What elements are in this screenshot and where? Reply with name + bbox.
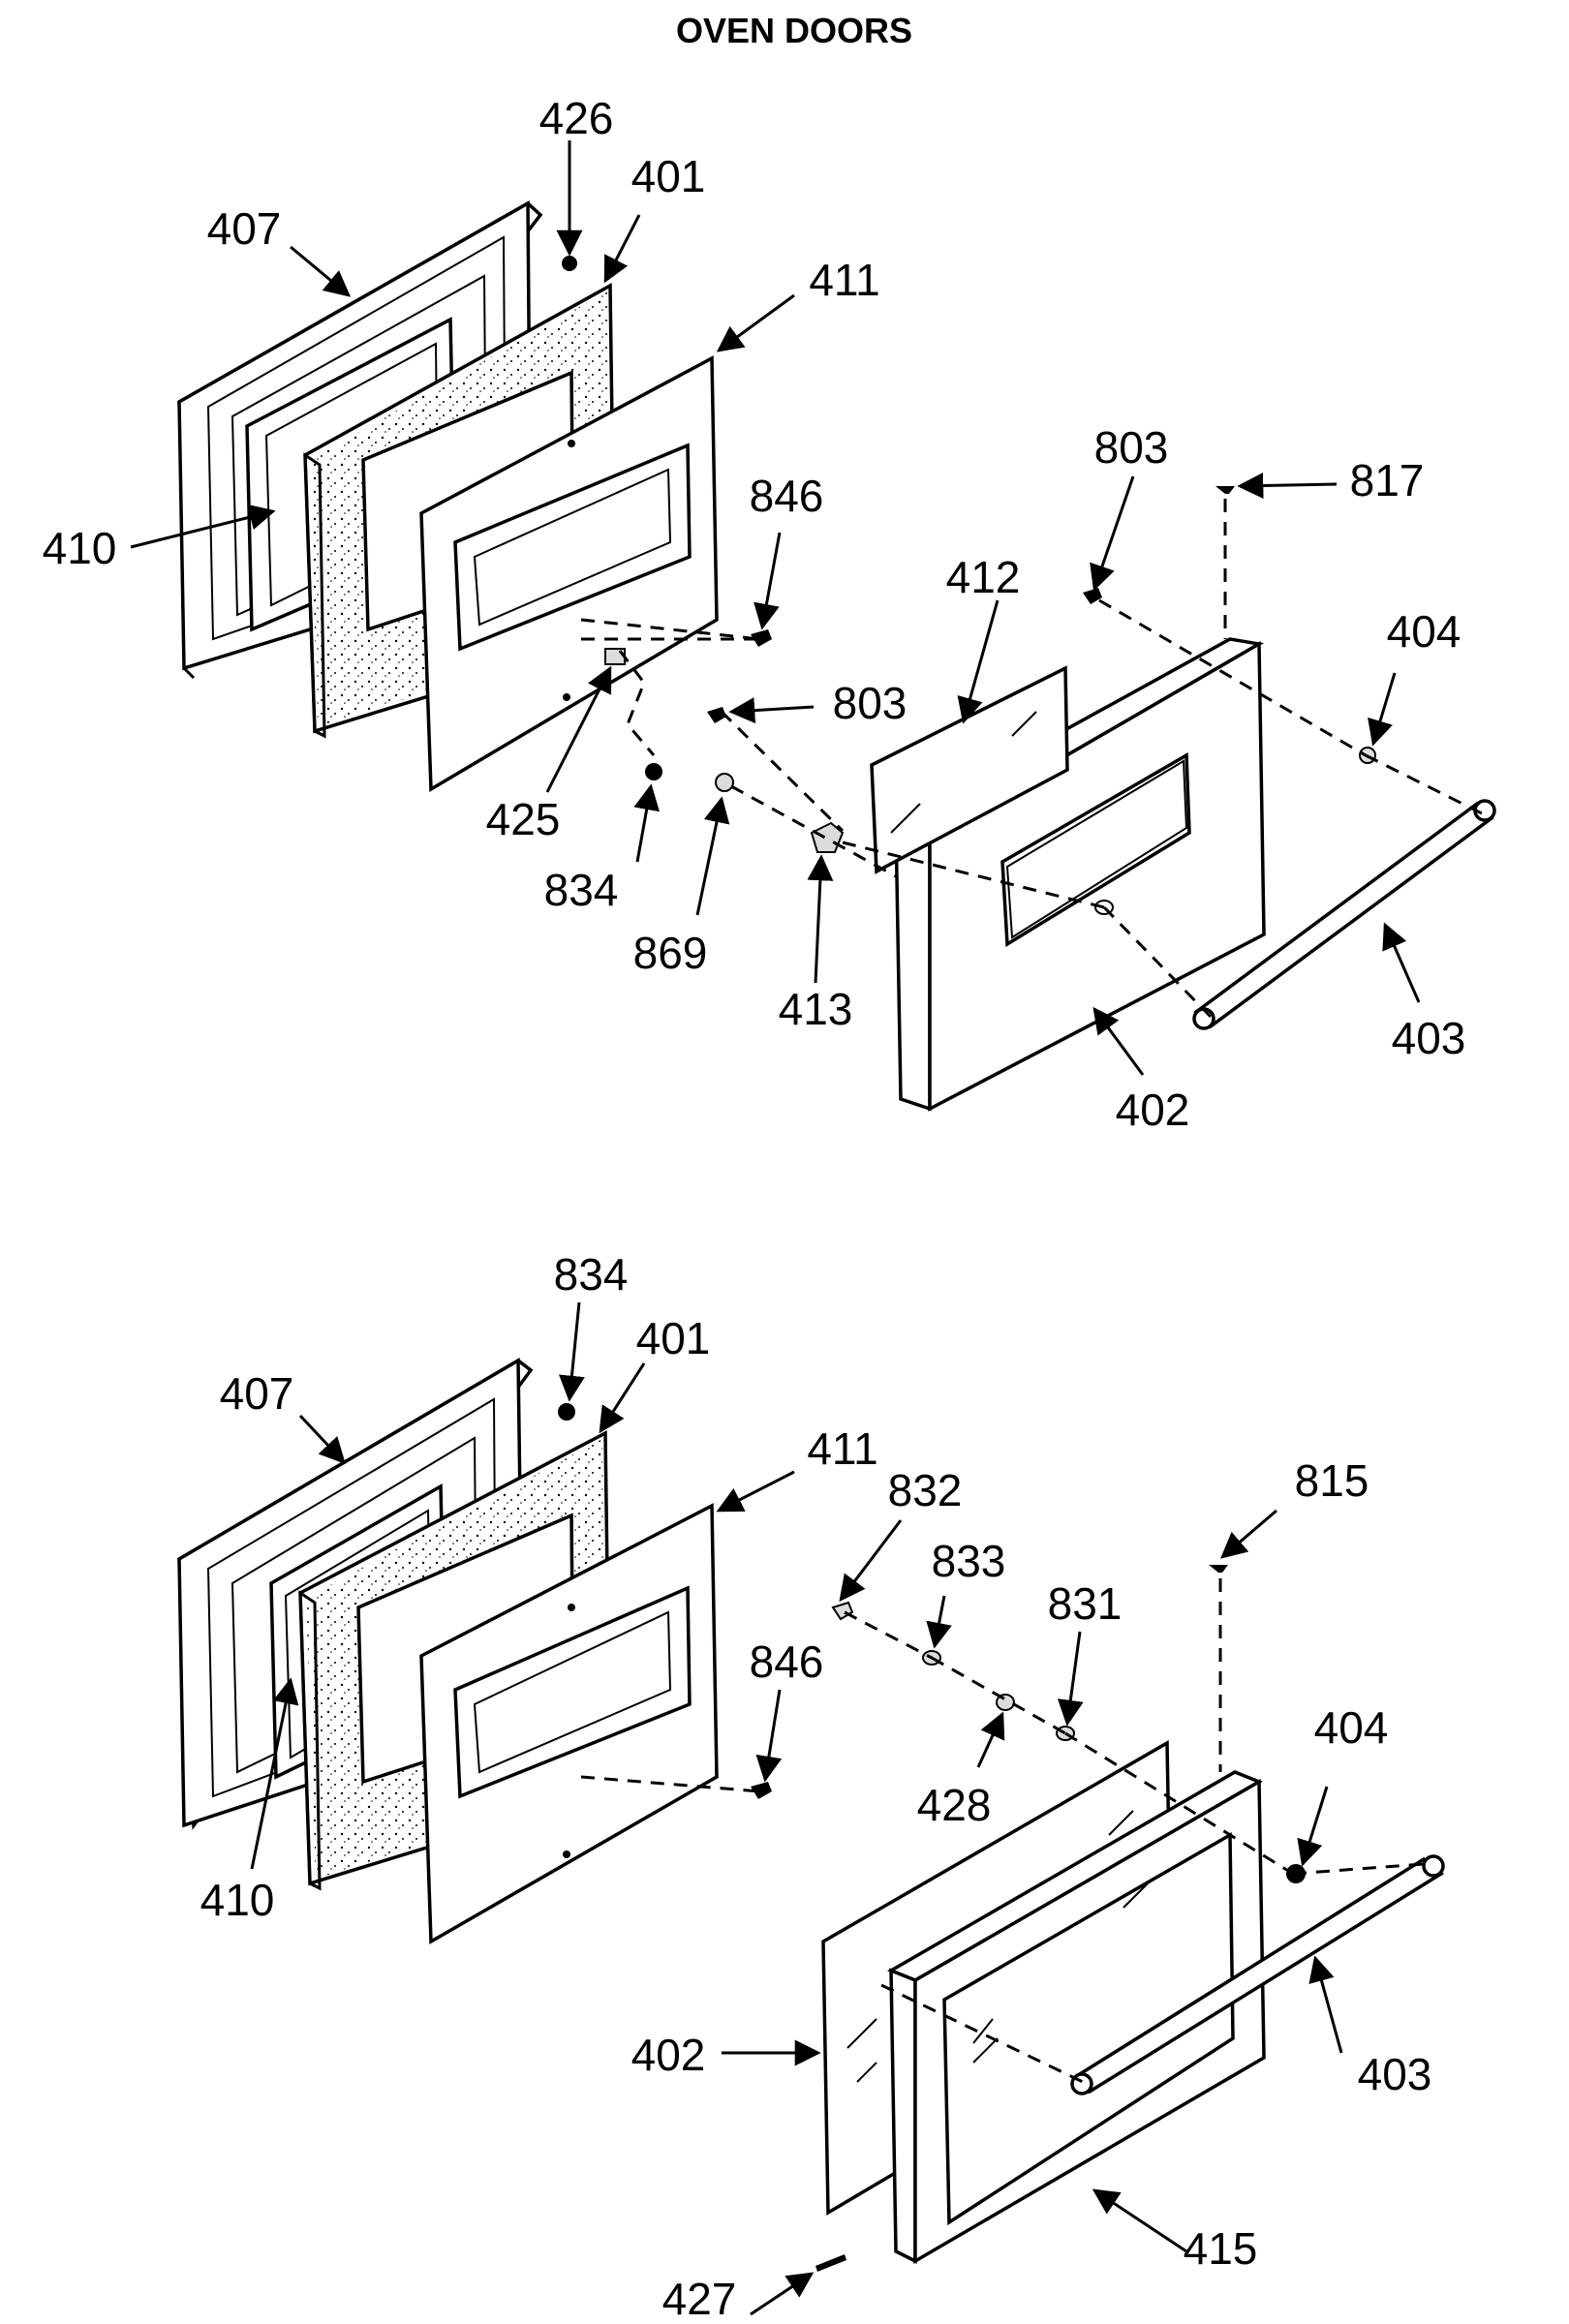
callout-833-bottom: 833 xyxy=(932,1536,1006,1586)
part-803-screw-b xyxy=(1083,588,1102,604)
callout-834-top: 834 xyxy=(544,865,619,915)
callout-832-bottom: 832 xyxy=(888,1465,963,1515)
part-411-top xyxy=(419,355,719,793)
callout-407-top: 407 xyxy=(207,203,282,254)
callout-403-top: 403 xyxy=(1392,1013,1466,1063)
top-dashed-lines xyxy=(580,499,1483,1019)
callout-803-top-a: 803 xyxy=(833,678,908,728)
callout-831-bottom: 831 xyxy=(1048,1578,1123,1629)
callout-428-bottom: 428 xyxy=(917,1780,992,1830)
callout-403-bottom: 403 xyxy=(1358,2049,1432,2099)
top-door-assembly: 426 401 407 411 410 846 803 817 412 404 … xyxy=(43,93,1496,1135)
callout-869-top: 869 xyxy=(633,928,708,978)
callout-846-top: 846 xyxy=(750,471,824,521)
part-834-screw xyxy=(645,763,662,780)
callout-411-top: 411 xyxy=(809,255,879,305)
top-leaders xyxy=(130,140,1421,1076)
callout-402-bottom: 402 xyxy=(631,2030,706,2080)
part-412-top xyxy=(870,665,1069,874)
callout-413-top: 413 xyxy=(779,984,853,1034)
part-427-pin xyxy=(815,2254,846,2272)
part-402-top xyxy=(891,637,1266,1112)
callout-412-top: 412 xyxy=(946,552,1021,602)
callout-426-top: 426 xyxy=(539,93,614,143)
part-834-screw-bottom xyxy=(558,1403,575,1421)
bottom-door-assembly: 834 401 407 411 815 832 833 831 846 428 … xyxy=(177,1249,1445,2324)
callout-401-top: 401 xyxy=(631,151,706,201)
callout-407-bottom: 407 xyxy=(220,1368,294,1419)
top-hardware xyxy=(562,256,1376,853)
callout-425-top: 425 xyxy=(486,794,561,844)
part-832-screw xyxy=(831,1601,854,1621)
callout-815-bottom: 815 xyxy=(1295,1455,1369,1506)
callout-404-bottom: 404 xyxy=(1314,1702,1389,1753)
bottom-leaders xyxy=(250,1301,1343,2316)
callout-846-bottom: 846 xyxy=(750,1636,824,1687)
part-411-bottom xyxy=(419,1503,719,1944)
part-869-screw xyxy=(715,773,734,792)
top-callout-labels: 426 401 407 411 410 846 803 817 412 404 … xyxy=(43,93,1466,1135)
part-817-screw xyxy=(1215,486,1235,494)
diagram-title: OVEN DOORS xyxy=(676,11,912,50)
callout-410-top: 410 xyxy=(43,523,117,573)
callout-410-bottom: 410 xyxy=(200,1875,275,1925)
bottom-callout-labels: 834 401 407 411 815 832 833 831 846 428 … xyxy=(200,1249,1432,2324)
callout-401-bottom: 401 xyxy=(636,1313,711,1363)
part-403-bottom xyxy=(1070,1854,1445,2095)
part-426-screw xyxy=(562,256,577,271)
bottom-dashed-lines xyxy=(580,1578,1425,2084)
callout-427-bottom: 427 xyxy=(662,2274,737,2324)
part-803-screw-a xyxy=(707,707,726,723)
part-413-clip xyxy=(810,821,845,853)
callout-415-bottom: 415 xyxy=(1184,2223,1258,2274)
part-415-bottom xyxy=(887,1770,1266,2265)
part-815-screw xyxy=(1209,1565,1228,1573)
part-846-screw-bottom xyxy=(751,1782,772,1799)
callout-803-top-b: 803 xyxy=(1094,422,1169,473)
callout-834-bottom: 834 xyxy=(554,1249,629,1300)
callout-402-top: 402 xyxy=(1116,1085,1190,1135)
part-846-screw xyxy=(751,629,772,647)
callout-411-bottom: 411 xyxy=(807,1423,877,1474)
callout-404-top: 404 xyxy=(1387,606,1461,657)
callout-817-top: 817 xyxy=(1350,455,1425,505)
